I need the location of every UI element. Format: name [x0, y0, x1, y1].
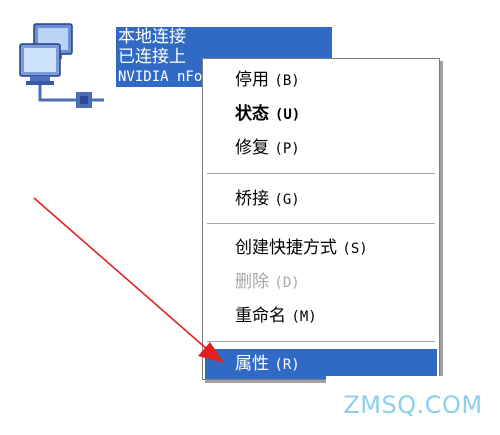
watermark: ZMSQ.COM — [326, 376, 500, 435]
menu-item-accelerator: (M) — [291, 309, 317, 325]
menu-item-disable[interactable]: 停用 (B) — [205, 65, 437, 95]
menu-item-accelerator: (B) — [274, 73, 300, 89]
menu-item-properties[interactable]: 属性 (R) — [205, 349, 437, 379]
menu-item-accelerator: (G) — [274, 192, 300, 208]
menu-item-label: 重命名 — [235, 306, 286, 326]
menu-item-accelerator: (S) — [342, 241, 368, 257]
menu-item-status[interactable]: 状态 (U) — [205, 99, 437, 129]
network-connection-icon[interactable] — [14, 18, 114, 118]
menu-item-label: 停用 — [235, 70, 269, 90]
menu-item-label: 创建快捷方式 — [235, 238, 337, 258]
label-line-name: 本地连接 — [116, 27, 332, 47]
menu-item-label: 删除 — [235, 272, 269, 292]
menu-item-accelerator: (D) — [274, 275, 300, 291]
menu-separator — [207, 223, 435, 225]
menu-item-delete: 删除 (D) — [205, 267, 437, 297]
menu-item-accelerator: (U) — [274, 107, 301, 123]
menu-item-accelerator: (P) — [274, 141, 300, 157]
menu-item-label: 修复 — [235, 138, 269, 158]
context-menu: 停用 (B) 状态 (U) 修复 (P) 桥接 (G) 创建快捷方式 (S) 删… — [202, 58, 440, 380]
menu-separator — [207, 173, 435, 175]
menu-separator — [207, 341, 435, 343]
menu-item-rename[interactable]: 重命名 (M) — [205, 301, 437, 331]
menu-item-bridge[interactable]: 桥接 (G) — [205, 184, 437, 214]
menu-item-label: 属性 — [235, 354, 269, 374]
menu-item-repair[interactable]: 修复 (P) — [205, 133, 437, 163]
menu-item-create-shortcut[interactable]: 创建快捷方式 (S) — [205, 233, 437, 263]
menu-item-accelerator: (R) — [274, 357, 300, 373]
menu-item-label: 桥接 — [235, 189, 269, 209]
menu-item-label: 状态 — [235, 104, 269, 124]
